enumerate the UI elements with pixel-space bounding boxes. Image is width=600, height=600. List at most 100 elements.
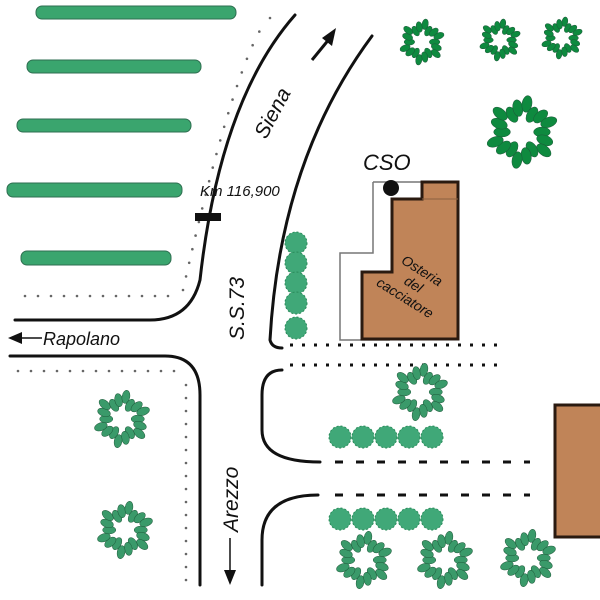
shrub-icon: [374, 507, 398, 531]
tree-icon: [97, 501, 153, 559]
tree-icon: [417, 531, 473, 589]
building-outline: [339, 182, 390, 341]
tick-mark: [184, 513, 188, 517]
tick-mark: [127, 294, 131, 298]
tick-mark: [194, 234, 197, 237]
hedge-row: [20, 250, 172, 266]
tick-mark: [172, 369, 176, 373]
shrubs: [284, 231, 444, 531]
tick-mark: [215, 152, 218, 156]
tree-icon: [541, 16, 583, 60]
tick-mark: [231, 98, 234, 101]
roads: [8, 13, 374, 587]
side-road-2: [260, 493, 320, 587]
arezzo-label: Arezzo: [220, 466, 243, 534]
tree-icon: [392, 363, 448, 421]
shrub-icon: [420, 425, 444, 449]
tick-mark: [94, 369, 98, 373]
tick-mark: [153, 294, 157, 298]
km-marker: [195, 213, 221, 221]
hedge-row: [26, 59, 202, 74]
tick-mark: [184, 500, 188, 504]
siena-arrow: [310, 28, 336, 61]
tick-mark: [207, 179, 211, 183]
tick-mark: [184, 487, 188, 491]
embankment-marks: [16, 16, 272, 582]
rapolano-south-edge: [8, 354, 202, 587]
tick-mark: [251, 43, 254, 47]
tick-mark: [222, 125, 226, 129]
tick-mark: [258, 30, 261, 33]
tick-mark: [204, 193, 207, 197]
rapolano-label: Rapolano: [43, 329, 120, 349]
tick-mark: [29, 369, 33, 373]
shrub-icon: [284, 251, 308, 275]
trees: [94, 16, 583, 589]
tree-icon: [479, 18, 521, 62]
tick-mark: [184, 539, 188, 543]
tick-mark: [49, 294, 53, 298]
tick-mark: [218, 139, 222, 142]
tick-mark: [184, 396, 188, 400]
tick-mark: [184, 461, 188, 465]
shrub-icon: [397, 507, 421, 531]
tick-mark: [184, 565, 188, 569]
shrub-icon: [328, 507, 352, 531]
tick-mark: [184, 526, 188, 530]
tree-icon: [486, 95, 558, 169]
shrub-icon: [284, 316, 308, 340]
tick-mark: [184, 409, 188, 413]
tick-mark: [191, 247, 194, 251]
tick-mark: [101, 294, 105, 298]
tick-mark: [114, 294, 118, 298]
tick-mark: [166, 294, 170, 298]
building-osteria: [360, 180, 460, 341]
shrub-icon: [420, 507, 444, 531]
tick-mark: [23, 294, 27, 298]
tick-mark: [245, 57, 249, 61]
tick-mark: [184, 578, 188, 582]
tree-icon: [399, 18, 445, 66]
tick-mark: [107, 369, 111, 373]
side-road-1: [260, 368, 322, 464]
tick-mark: [200, 207, 204, 210]
tick-mark: [62, 294, 66, 298]
shrub-icon: [284, 271, 308, 295]
tick-mark: [226, 111, 230, 115]
tree-icon: [500, 529, 556, 587]
tick-mark: [184, 448, 188, 452]
km-label: Km 116,900: [200, 183, 280, 200]
tick-mark: [187, 261, 191, 265]
tick-mark: [159, 369, 163, 373]
siena-label: Siena: [250, 84, 296, 142]
cso-label: CSO: [363, 150, 411, 175]
hedge-rows: [6, 5, 237, 266]
shrub-icon: [374, 425, 398, 449]
tree-icon: [94, 390, 150, 448]
tick-mark: [268, 16, 272, 20]
building-east: [553, 403, 600, 539]
rapolano-arrow: [8, 332, 42, 344]
tick-mark: [240, 71, 244, 74]
tree-icon: [336, 531, 392, 589]
dotted-paths: [290, 343, 530, 497]
ss73-west-edge: [13, 13, 297, 322]
shrub-icon: [328, 425, 352, 449]
shrub-icon: [397, 425, 421, 449]
tick-mark: [184, 383, 188, 387]
tick-mark: [55, 369, 59, 373]
tick-mark: [88, 294, 92, 298]
tick-mark: [16, 369, 20, 373]
tick-mark: [235, 84, 239, 88]
ss73-label: S.S.73: [226, 277, 249, 340]
shrub-icon: [284, 291, 308, 315]
arezzo-arrow: [224, 538, 236, 585]
tick-mark: [184, 552, 188, 556]
tick-mark: [184, 275, 188, 278]
shrub-icon: [351, 507, 375, 531]
tick-mark: [184, 422, 188, 426]
tick-mark: [133, 369, 137, 373]
tick-mark: [197, 220, 201, 224]
tick-mark: [68, 369, 72, 373]
